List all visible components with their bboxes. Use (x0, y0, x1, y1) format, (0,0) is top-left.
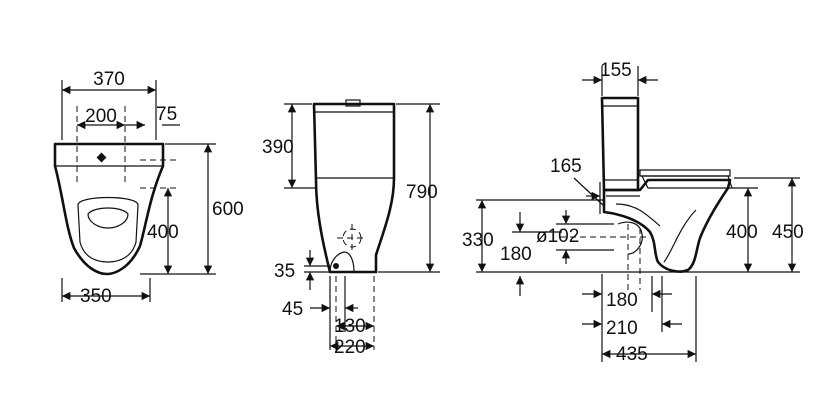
section-lid (639, 169, 731, 177)
dim-side-tank-height: 390 (262, 137, 294, 158)
dim-side-fixing-offset: 45 (282, 299, 303, 320)
dim-section-outlet-high: 330 (462, 230, 494, 251)
dim-section-outlet-dist-a: 180 (606, 290, 638, 311)
front-seat-inner (87, 207, 129, 229)
dim-side-fixing-spacing: 130 (334, 316, 366, 337)
dim-front-seat-height: 400 (147, 222, 179, 243)
flush-button-icon (96, 152, 107, 163)
dim-front-height: 600 (212, 199, 244, 220)
front-bowl-outline (53, 142, 165, 276)
dim-side-outlet-height: 35 (274, 261, 295, 282)
section-view: 155 165 330 180 ø102 400 450 (462, 60, 804, 365)
side-view: 390 790 35 45 130 220 (262, 99, 440, 358)
dim-section-seat-height: 400 (726, 222, 758, 243)
dim-section-outlet-diameter: ø102 (536, 226, 579, 247)
dim-section-tank-depth: 155 (600, 60, 632, 81)
side-outlet-icon (329, 251, 355, 273)
section-seat (641, 175, 733, 189)
dim-section-overall-height: 450 (772, 222, 804, 243)
section-tank (600, 96, 640, 192)
front-seat-opening (77, 196, 139, 263)
dim-front-base-width: 350 (80, 286, 112, 307)
dim-side-fixing-span: 220 (334, 337, 366, 358)
front-view: 370 200 75 600 400 350 (53, 69, 244, 307)
dim-hole-offset: 75 (156, 104, 177, 125)
dim-side-overall-height: 790 (406, 182, 438, 203)
side-outline (312, 102, 396, 274)
dim-front-width: 370 (93, 69, 125, 90)
dim-hole-spacing: 200 (85, 106, 117, 127)
dim-section-outlet-low: 180 (500, 244, 532, 265)
dim-section-overall-depth: 435 (616, 344, 648, 365)
dim-section-outlet-dist-b: 210 (606, 318, 638, 339)
dim-section-inlet-offset: 165 (550, 156, 582, 177)
section-outlet-icon (617, 221, 643, 255)
tank-lid-button (345, 99, 361, 107)
